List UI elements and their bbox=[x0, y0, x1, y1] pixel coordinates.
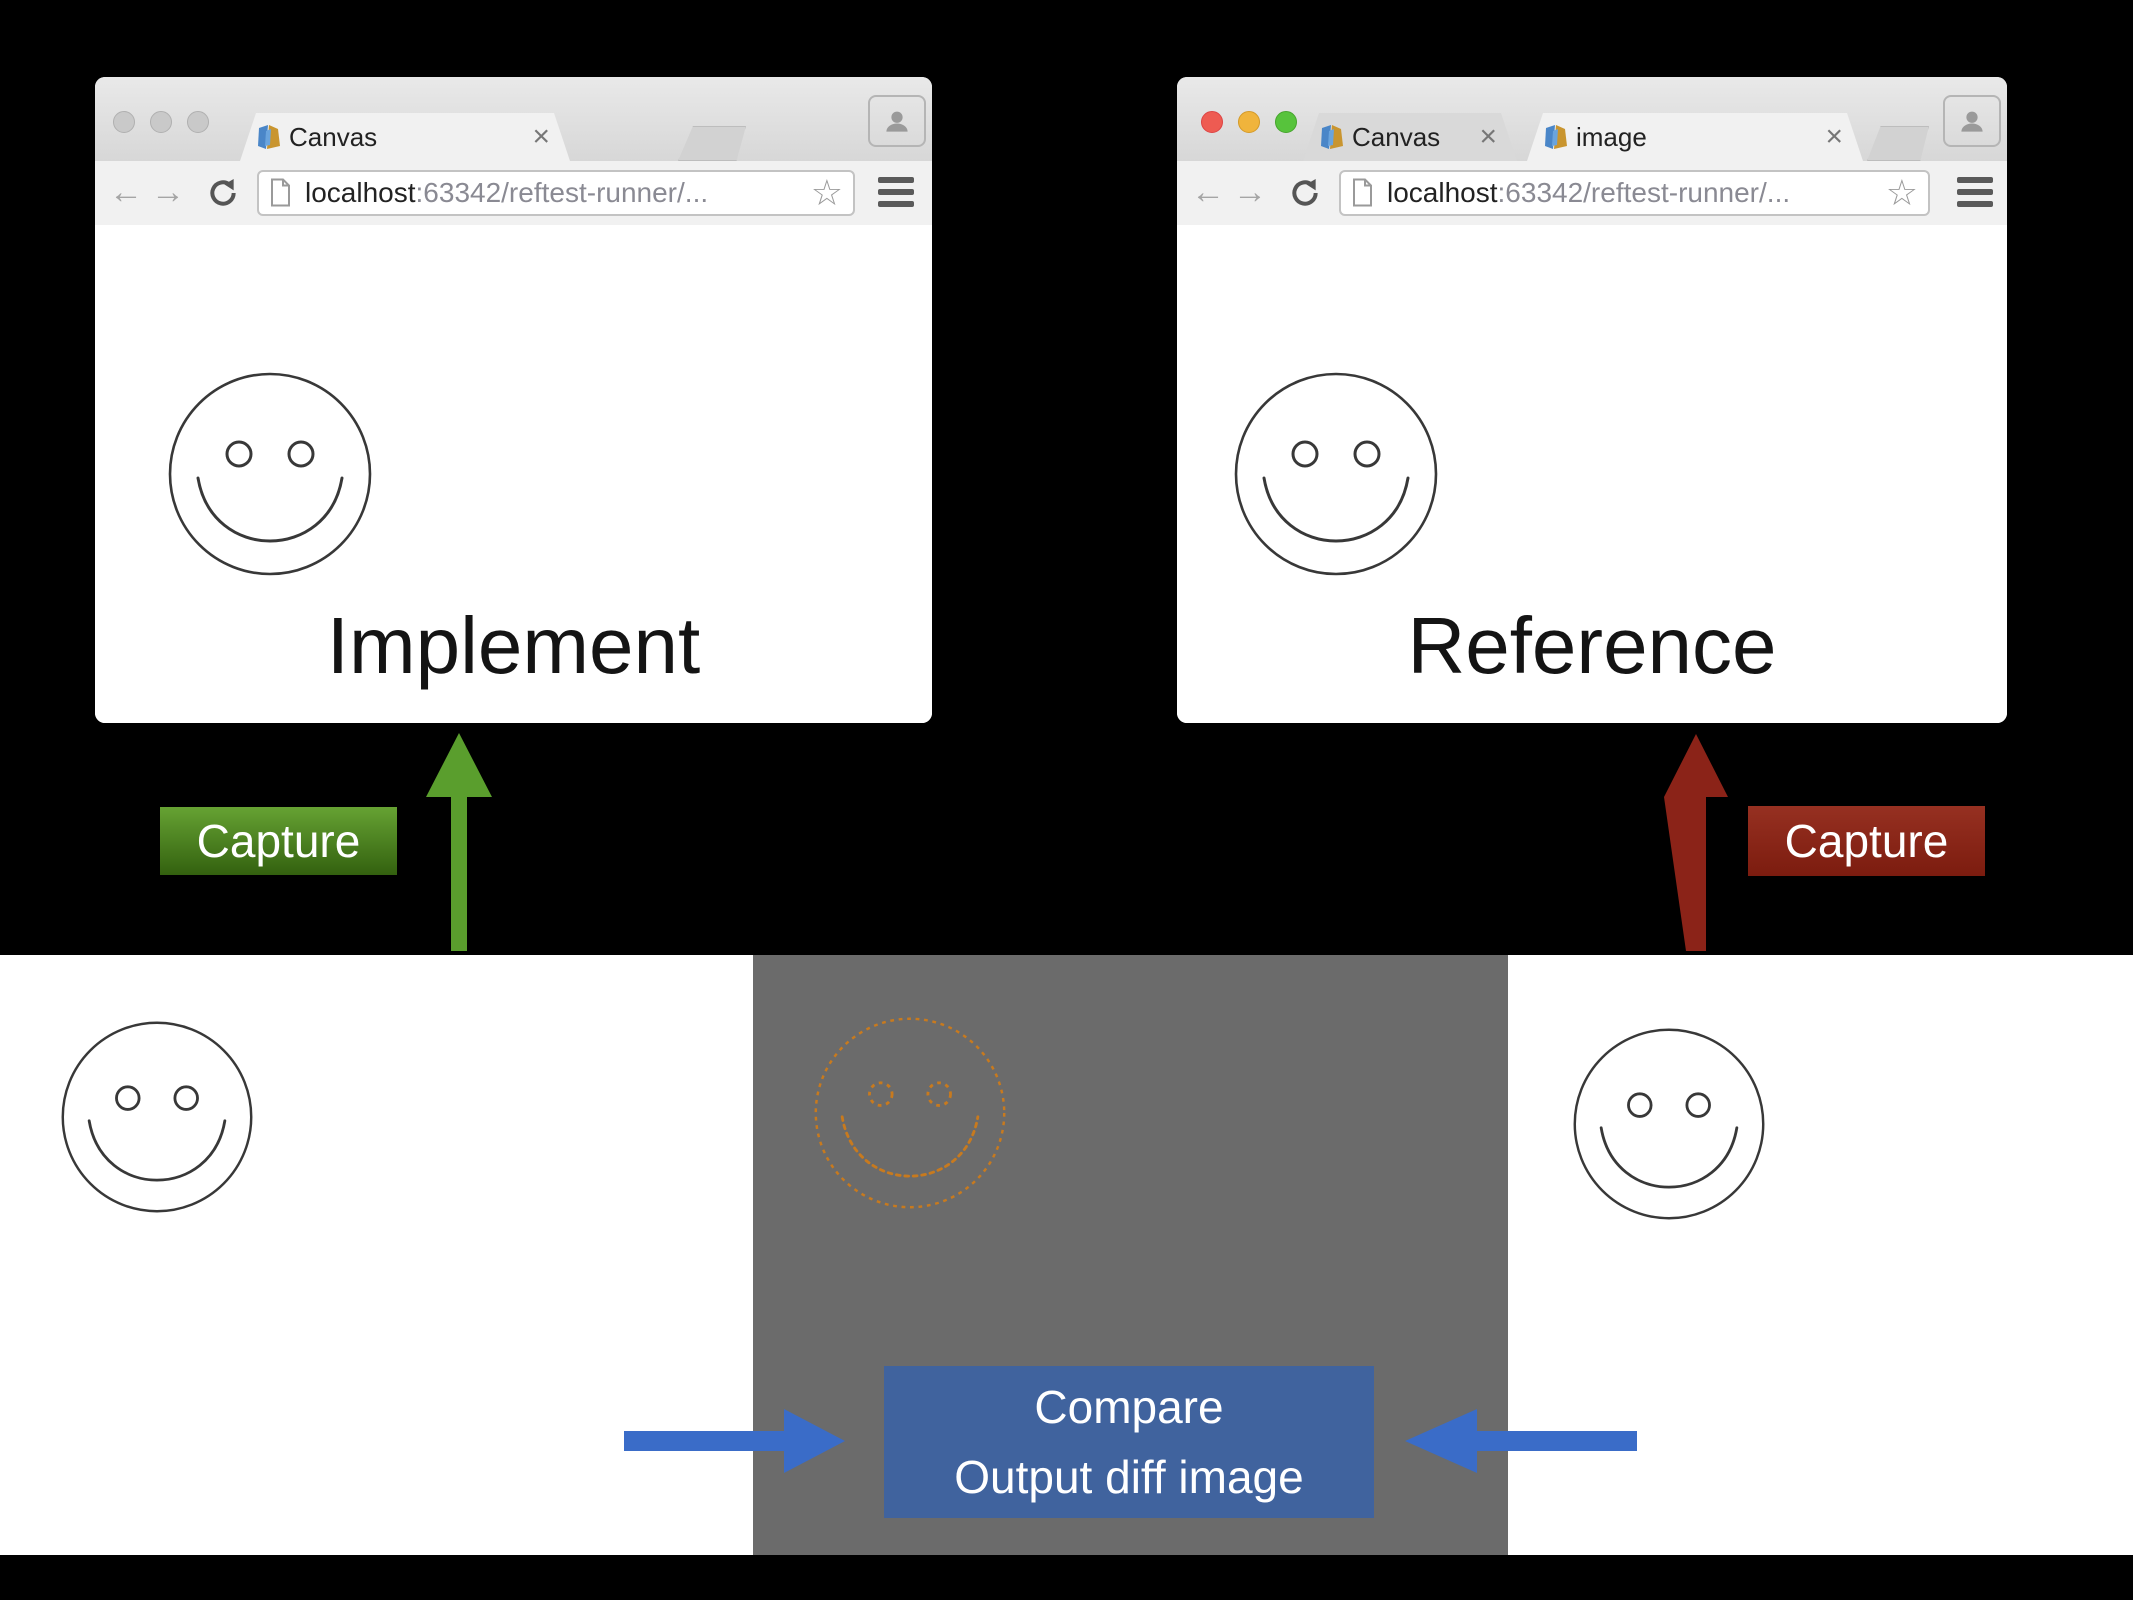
webstorm-favicon-icon bbox=[1321, 125, 1343, 149]
tab-close-icon[interactable]: × bbox=[532, 120, 550, 153]
reference-smiley-drawing bbox=[1234, 372, 1438, 576]
forward-button[interactable]: → bbox=[151, 173, 185, 211]
implement-browser-window: Canvas × ← → localhost:63342/reftest-run… bbox=[95, 77, 932, 723]
address-bar[interactable]: localhost:63342/reftest-runner/... ☆ bbox=[1339, 170, 1930, 216]
tab-canvas[interactable]: Canvas × bbox=[1303, 113, 1517, 161]
url-path: :63342/reftest-runner/... bbox=[415, 177, 709, 208]
reference-traffic-lights bbox=[1201, 111, 1297, 133]
webstorm-favicon-icon bbox=[258, 125, 280, 149]
implement-toolbar: ← → localhost:63342/reftest-runner/... ☆ bbox=[95, 161, 932, 227]
zoom-window-button[interactable] bbox=[187, 111, 209, 133]
new-tab-button[interactable] bbox=[1867, 126, 1929, 161]
capture-arrow-reference bbox=[1664, 734, 1728, 951]
reference-label: Reference bbox=[1407, 601, 1777, 690]
url-host: localhost bbox=[305, 177, 416, 208]
capture-label-implement: Capture bbox=[160, 807, 397, 875]
new-tab-button[interactable] bbox=[678, 126, 746, 161]
profile-button[interactable] bbox=[1943, 95, 2001, 147]
capture-arrow-implement bbox=[426, 733, 492, 951]
back-button[interactable]: ← bbox=[1191, 173, 1225, 211]
reference-titlebar: Canvas × image × bbox=[1177, 77, 2007, 162]
webstorm-favicon-icon bbox=[1545, 125, 1567, 149]
reference-capture-smiley bbox=[1573, 1028, 1765, 1220]
reload-button[interactable] bbox=[1289, 177, 1321, 209]
minimize-window-button[interactable] bbox=[1238, 111, 1260, 133]
close-window-button[interactable] bbox=[113, 111, 135, 133]
reference-toolbar: ← → localhost:63342/reftest-runner/... ☆ bbox=[1177, 161, 2007, 227]
reference-page-content: Reference bbox=[1177, 225, 2007, 723]
url-text: localhost:63342/reftest-runner/... bbox=[305, 177, 708, 209]
tab-label: Canvas bbox=[1352, 121, 1441, 152]
compare-arrow-left bbox=[624, 1409, 845, 1473]
url-text: localhost:63342/reftest-runner/... bbox=[1387, 177, 1790, 209]
close-window-button[interactable] bbox=[1201, 111, 1223, 133]
tab-close-icon[interactable]: × bbox=[1825, 120, 1843, 153]
bookmark-star-icon[interactable]: ☆ bbox=[810, 172, 843, 213]
minimize-window-button[interactable] bbox=[150, 111, 172, 133]
compare-line1: Compare bbox=[1034, 1381, 1224, 1433]
implement-smiley-drawing bbox=[168, 372, 372, 576]
compare-arrow-right bbox=[1405, 1409, 1637, 1473]
implement-titlebar: Canvas × bbox=[95, 77, 932, 162]
address-bar[interactable]: localhost:63342/reftest-runner/... ☆ bbox=[257, 170, 855, 216]
tab-close-icon[interactable]: × bbox=[1479, 120, 1497, 153]
reference-capture-panel bbox=[1508, 955, 2133, 1555]
person-icon bbox=[886, 111, 908, 132]
implement-capture-smiley bbox=[61, 1021, 253, 1213]
tab-label: Canvas bbox=[289, 121, 378, 152]
profile-button[interactable] bbox=[868, 95, 926, 147]
tab-image[interactable]: image × bbox=[1527, 113, 1863, 161]
compare-line2: Output diff image bbox=[954, 1451, 1304, 1503]
back-button[interactable]: ← bbox=[109, 173, 143, 211]
capture-label-reference: Capture bbox=[1748, 806, 1985, 876]
implement-page-content: Implement bbox=[95, 225, 932, 723]
forward-button[interactable]: → bbox=[1233, 173, 1267, 211]
person-icon bbox=[1961, 111, 1983, 132]
page-icon bbox=[1353, 178, 1372, 207]
implement-capture-panel bbox=[0, 955, 753, 1555]
page-icon bbox=[271, 178, 290, 207]
tab-label: image bbox=[1576, 121, 1647, 152]
zoom-window-button[interactable] bbox=[1275, 111, 1297, 133]
bookmark-star-icon[interactable]: ☆ bbox=[1885, 172, 1918, 213]
reload-button[interactable] bbox=[207, 177, 239, 209]
menu-button[interactable] bbox=[878, 177, 914, 207]
implement-traffic-lights bbox=[113, 111, 209, 133]
tab-canvas[interactable]: Canvas × bbox=[240, 113, 570, 161]
implement-label: Implement bbox=[326, 601, 701, 690]
reference-browser-window: Canvas × image × ← → localhost:63342/ref… bbox=[1177, 77, 2007, 723]
diff-smiley bbox=[814, 1017, 1006, 1209]
url-host: localhost bbox=[1387, 177, 1498, 208]
compare-box: Compare Output diff image bbox=[884, 1366, 1374, 1518]
url-path: :63342/reftest-runner/... bbox=[1497, 177, 1791, 208]
menu-button[interactable] bbox=[1957, 177, 1993, 207]
